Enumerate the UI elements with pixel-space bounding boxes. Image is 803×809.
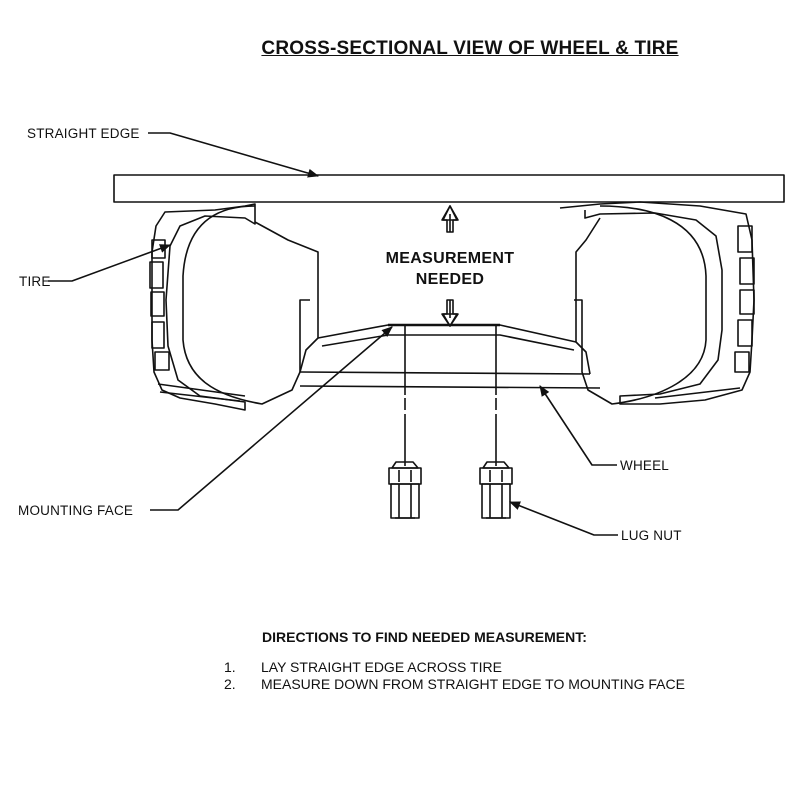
tire-right-tread-1 bbox=[737, 225, 753, 253]
direction-step: 1. LAY STRAIGHT EDGE ACROSS TIRE bbox=[224, 659, 502, 675]
wheel-rim-right bbox=[575, 217, 601, 375]
step-number: 2. bbox=[224, 676, 236, 692]
mounting-face-label: MOUNTING FACE bbox=[18, 503, 134, 518]
tire-left-tread-5 bbox=[154, 351, 170, 371]
leader-tire bbox=[48, 244, 172, 282]
tire-left-tread-2 bbox=[149, 261, 164, 289]
leader-wheel bbox=[539, 385, 617, 466]
wheel-barrel-bottom bbox=[299, 371, 591, 375]
direction-step: 2. MEASURE DOWN FROM STRAIGHT EDGE TO MOU… bbox=[224, 676, 685, 692]
measurement-down-arrow bbox=[442, 300, 458, 327]
straight-edge-bar bbox=[113, 174, 785, 203]
leader-mounting-face bbox=[150, 326, 393, 511]
measurement-line-2: NEEDED bbox=[415, 271, 485, 288]
measurement-line-1: MEASUREMENT bbox=[385, 250, 515, 267]
wheel-barrel-mid bbox=[321, 334, 575, 351]
tire-left-tread-4 bbox=[151, 321, 165, 349]
lug-nut-left bbox=[388, 461, 422, 519]
tire-left-inner bbox=[182, 205, 310, 405]
step-text: LAY STRAIGHT EDGE ACROSS TIRE bbox=[261, 659, 502, 675]
step-text: MEASURE DOWN FROM STRAIGHT EDGE TO MOUNT… bbox=[261, 676, 685, 692]
lug-nut-right bbox=[479, 461, 513, 519]
tire-right-inner bbox=[574, 205, 707, 405]
wheel-rim-left bbox=[254, 221, 319, 373]
tire-label: TIRE bbox=[19, 274, 51, 289]
leader-straight-edge bbox=[148, 132, 320, 178]
wheel-label: WHEEL bbox=[620, 458, 670, 473]
directions-title: DIRECTIONS TO FIND NEEDED MEASUREMENT: bbox=[262, 629, 587, 645]
tire-right-tread-2 bbox=[739, 257, 755, 285]
tire-right-outer bbox=[559, 201, 755, 405]
diagram-title: CROSS-SECTIONAL VIEW OF WHEEL & TIRE bbox=[261, 38, 679, 59]
measurement-up-arrow bbox=[442, 205, 458, 232]
tire-right-tread-5 bbox=[734, 351, 750, 373]
straight-edge-label: STRAIGHT EDGE bbox=[27, 126, 140, 141]
tire-left-tread-3 bbox=[150, 291, 165, 317]
lug-nut-label: LUG NUT bbox=[621, 528, 682, 543]
measurement-needed-label: MEASUREMENT NEEDED bbox=[370, 248, 530, 290]
wheel-barrel-floor bbox=[299, 385, 601, 389]
tire-right-tread-4 bbox=[737, 319, 753, 347]
leader-lug-nut bbox=[508, 501, 618, 536]
tire-right-tread-3 bbox=[739, 289, 755, 315]
step-number: 1. bbox=[224, 659, 236, 675]
tire-left-outer bbox=[151, 203, 256, 411]
